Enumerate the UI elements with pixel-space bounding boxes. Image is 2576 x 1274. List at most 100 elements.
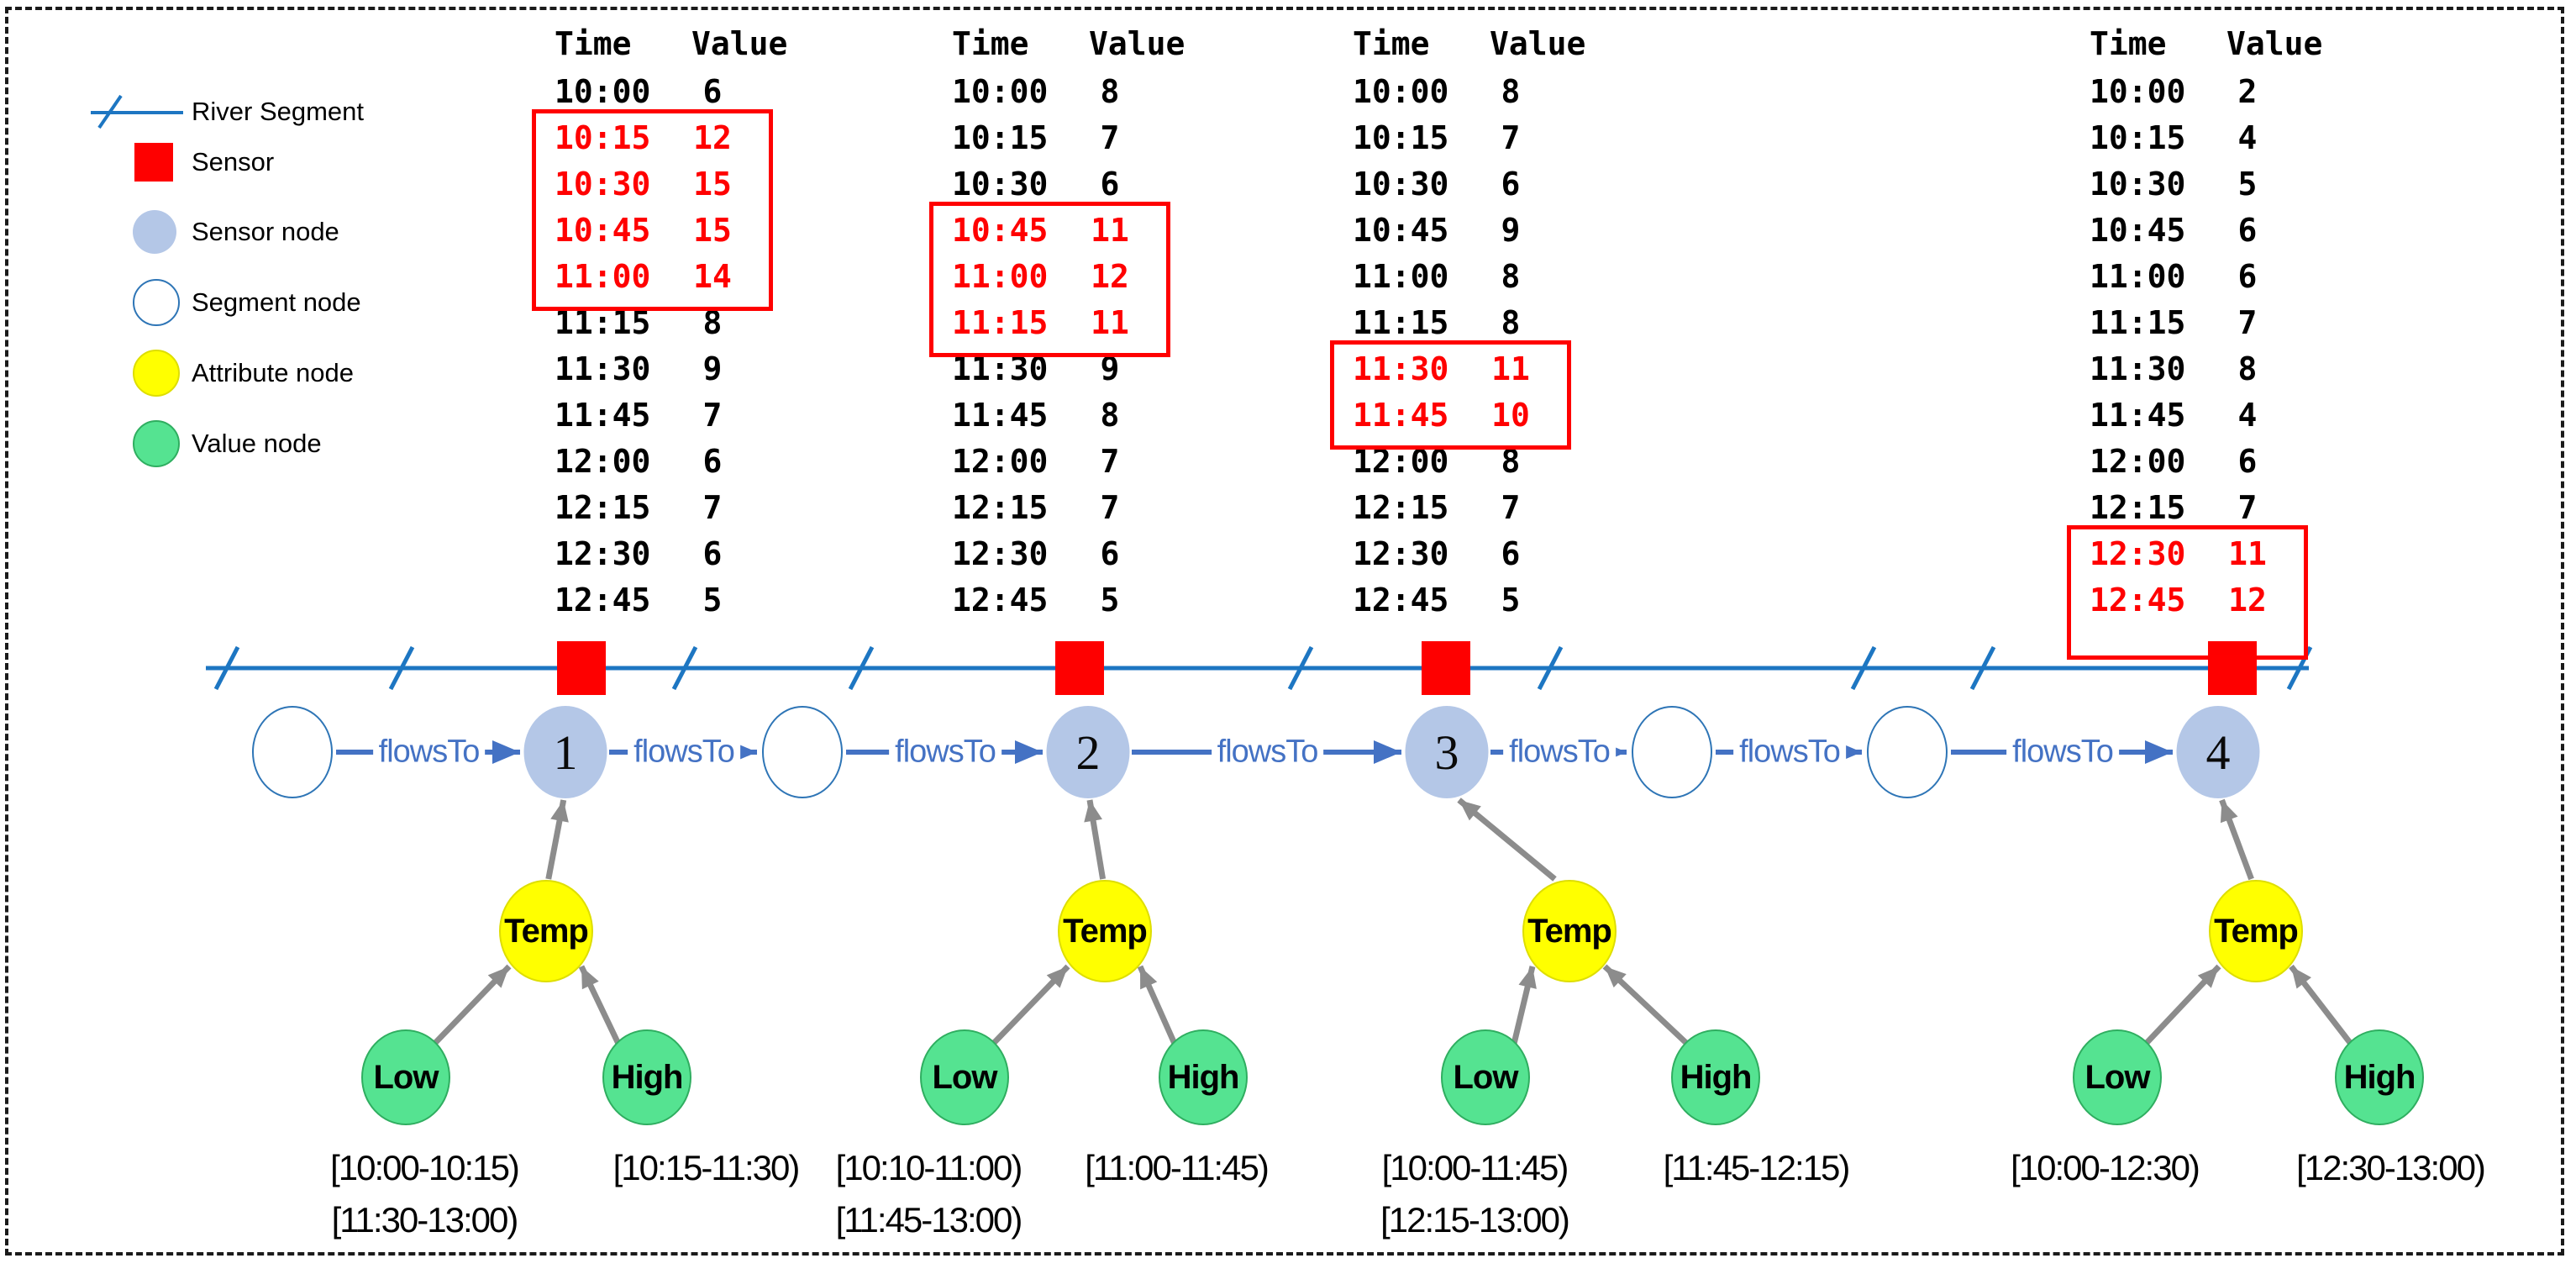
value-cell: 7 — [1100, 443, 1120, 480]
value-cell: 8 — [1100, 397, 1120, 434]
sensor-node-swatch-icon — [133, 210, 176, 254]
value-cell: 6 — [702, 535, 723, 572]
value-cell: 15 — [693, 212, 732, 249]
low-interval-label: [10:00-10:15) — [330, 1148, 520, 1187]
time-cell: 11:00 — [555, 258, 651, 295]
time-cell: 10:00 — [2090, 73, 2186, 110]
sensor-square — [557, 641, 606, 695]
value-node-high: High — [1159, 1029, 1248, 1125]
time-cell: 10:30 — [952, 166, 1049, 203]
value-cell: 7 — [702, 489, 723, 526]
value-column-header: Value — [691, 25, 788, 62]
time-cell: 11:00 — [2090, 258, 2186, 295]
flows-to-label: flowsTo — [628, 734, 740, 771]
value-cell: 6 — [2237, 258, 2258, 295]
value-cell: 6 — [1501, 166, 1521, 203]
sensor-node-number: 3 — [1434, 724, 1459, 780]
time-cell: 10:45 — [555, 212, 651, 249]
value-cell: 7 — [1501, 489, 1521, 526]
attribute-node-swatch-icon — [133, 350, 180, 397]
sensor-square — [2208, 641, 2257, 695]
value-node-low: Low — [1441, 1029, 1530, 1125]
value-cell: 6 — [2237, 443, 2258, 480]
value-cell: 8 — [1501, 73, 1521, 110]
low-to-temp-arrow — [2143, 964, 2221, 1046]
sensor-node: 4 — [2176, 706, 2260, 798]
attribute-node-temp: Temp — [1522, 880, 1617, 982]
value-cell: 5 — [1501, 582, 1521, 619]
time-column-header: Time — [555, 25, 632, 62]
value-cell: 7 — [2237, 304, 2258, 341]
time-cell: 12:30 — [1353, 535, 1449, 572]
value-cell: 7 — [1100, 489, 1120, 526]
time-cell: 12:15 — [555, 489, 651, 526]
time-cell: 12:30 — [952, 535, 1049, 572]
value-cell: 10 — [1491, 397, 1530, 434]
value-cell: 12 — [2228, 582, 2267, 619]
time-cell: 11:45 — [555, 397, 651, 434]
legend-label: Sensor — [192, 147, 275, 176]
value-cell: 8 — [702, 304, 723, 341]
high-to-temp-arrow — [578, 965, 622, 1045]
legend-label: Segment node — [192, 287, 361, 317]
attribute-node-temp: Temp — [1058, 880, 1152, 982]
attribute-node-temp: Temp — [499, 880, 593, 982]
legend-label: Attribute node — [192, 358, 355, 387]
time-cell: 10:30 — [555, 166, 651, 203]
value-cell: 2 — [2237, 73, 2258, 110]
segment-node — [1632, 706, 1712, 798]
river-segment-icon — [91, 94, 183, 129]
time-cell: 10:30 — [1353, 166, 1449, 203]
value-cell: 12 — [693, 119, 732, 156]
low-interval-label: [12:15-13:00) — [1380, 1200, 1570, 1240]
time-cell: 11:30 — [555, 350, 651, 387]
high-to-temp-arrow — [1137, 965, 1178, 1045]
time-cell: 12:00 — [555, 443, 651, 480]
value-cell: 15 — [693, 166, 732, 203]
time-cell: 12:00 — [2090, 443, 2186, 480]
low-interval-label: [10:10-11:00) — [835, 1148, 1023, 1187]
time-cell: 12:45 — [1353, 582, 1449, 619]
river-tick-mark — [1969, 645, 1996, 691]
value-cell: 9 — [1100, 350, 1120, 387]
value-cell: 8 — [1501, 304, 1521, 341]
value-cell: 11 — [1491, 350, 1530, 387]
legend-label: River Segment — [192, 97, 365, 126]
time-cell: 12:15 — [952, 489, 1049, 526]
time-cell: 11:45 — [2090, 397, 2186, 434]
legend-item-segment-node: Segment node — [0, 279, 504, 326]
time-cell: 11:15 — [952, 304, 1049, 341]
high-to-temp-arrow — [2289, 964, 2353, 1046]
value-node-high: High — [602, 1029, 691, 1125]
value-cell: 8 — [1501, 258, 1521, 295]
sensor-square — [1055, 641, 1104, 695]
value-cell: 8 — [2237, 350, 2258, 387]
value-cell: 4 — [2237, 397, 2258, 434]
value-cell: 4 — [2237, 119, 2258, 156]
river-tick-mark — [213, 645, 240, 691]
value-cell: 6 — [1100, 535, 1120, 572]
time-cell: 11:00 — [952, 258, 1049, 295]
value-cell: 9 — [1501, 212, 1521, 249]
sensor-swatch-icon — [134, 143, 173, 182]
legend-item-river-segment: River Segment — [0, 89, 504, 134]
river-tick-mark — [671, 645, 698, 691]
value-node-low: Low — [361, 1029, 450, 1125]
anomaly-highlight-box — [929, 202, 1170, 357]
time-cell: 12:45 — [2090, 582, 2186, 619]
value-node-low: Low — [2073, 1029, 2162, 1125]
value-column-header: Value — [1490, 25, 1586, 62]
value-cell: 11 — [1091, 304, 1129, 341]
sensor-node: 1 — [523, 706, 607, 798]
legend-item-sensor: Sensor — [0, 140, 504, 185]
value-cell: 8 — [1501, 443, 1521, 480]
time-cell: 12:15 — [1353, 489, 1449, 526]
segment-node — [252, 706, 333, 798]
time-cell: 11:30 — [1353, 350, 1449, 387]
value-cell: 6 — [2237, 212, 2258, 249]
time-cell: 12:30 — [555, 535, 651, 572]
time-cell: 10:45 — [952, 212, 1049, 249]
value-cell: 12 — [1091, 258, 1129, 295]
segment-node — [762, 706, 843, 798]
